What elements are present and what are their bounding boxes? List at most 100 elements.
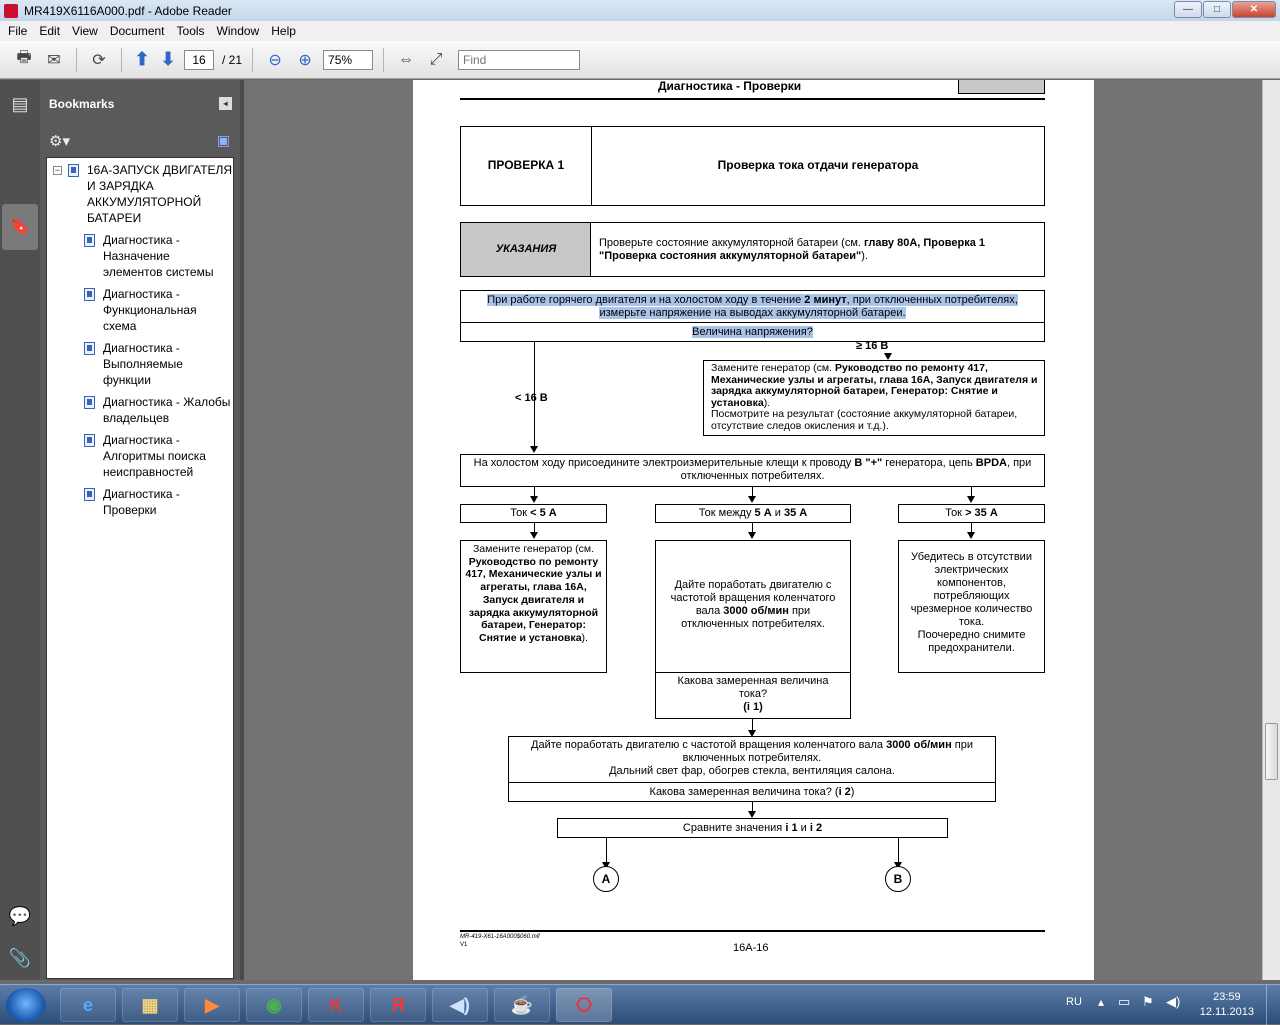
replace-generator-box: Замените генератор (см. Руководство по р… — [703, 360, 1045, 436]
branch-label-lt16: < 16 В — [515, 392, 548, 404]
outcome-a: A — [593, 866, 619, 892]
scrollbar-thumb[interactable] — [1265, 723, 1278, 780]
volume-icon[interactable]: ◀) — [1166, 994, 1181, 1009]
bookmarks-toolbar: ⚙▾ ▣ — [40, 126, 240, 158]
clock-date: 12.11.2013 — [1199, 1006, 1254, 1018]
menu-file[interactable]: File — [8, 24, 28, 38]
toolbar-divider — [383, 47, 385, 72]
pdf-page: Диагностика - Проверки ПРОВЕРКА 1 Провер… — [413, 80, 1094, 980]
volume-app-icon[interactable]: ◀) — [432, 988, 488, 1022]
title-bar: MR419X6116A000.pdf - Adobe Reader — □ ✕ — [0, 0, 1280, 21]
pdf-app-icon — [4, 3, 18, 18]
bookmark-icon — [84, 234, 95, 247]
network-icon[interactable]: ▭ — [1118, 994, 1131, 1009]
connector-line — [534, 342, 535, 447]
measure-i1-box: Какова замеренная величина тока?(i 1) — [655, 672, 851, 719]
language-indicator[interactable]: RU — [1066, 996, 1082, 1008]
collapse-toggle-icon[interactable]: − — [53, 165, 62, 175]
explorer-icon[interactable]: ▦ — [122, 988, 178, 1022]
scrolling-mode-icon[interactable]: ⇔ — [398, 50, 415, 68]
zoom-select[interactable] — [323, 49, 374, 70]
notes-label: УКАЗАНИЯ — [495, 243, 557, 255]
arrow-down-icon — [748, 811, 756, 818]
connector-line — [606, 838, 607, 864]
measure-i1-question: Какова замеренная величина тока?(i 1) — [677, 675, 829, 713]
outcome-b: B — [885, 866, 911, 892]
maximize-button[interactable]: □ — [1203, 1, 1231, 18]
menu-view[interactable]: View — [72, 24, 98, 38]
step3-text: Дайте поработать двигателю с частотой вр… — [531, 739, 973, 777]
ie-icon[interactable]: e — [60, 988, 116, 1022]
current-lt5-label: Ток < 5 А — [510, 507, 557, 519]
comments-icon[interactable]: 💬 — [8, 906, 32, 926]
run-engine-text: Дайте поработать двигателю с частотой вр… — [670, 579, 836, 630]
check-title-box: ПРОВЕРКА 1 Проверка тока отдачи генерато… — [460, 126, 1045, 206]
arrow-down-icon — [748, 730, 756, 737]
bookmark-label: Диагностика - Проверки — [103, 487, 180, 517]
question1-box: Величина напряжения? — [460, 322, 1045, 342]
bookmark-item[interactable]: Диагностика - Проверки — [47, 486, 233, 518]
bookmarks-panel: Bookmarks ◂ ⚙▾ ▣ − 16A-ЗАПУСК ДВИГАТЕЛЯ … — [40, 80, 240, 980]
zoom-out-icon[interactable]: ⊖ — [268, 51, 282, 69]
bookmark-icon — [68, 164, 79, 177]
bookmark-root[interactable]: − 16A-ЗАПУСК ДВИГАТЕЛЯ И ЗАРЯДКА АККУМУЛ… — [47, 162, 233, 228]
next-page-icon[interactable]: ⬇ — [160, 49, 176, 69]
gear-icon[interactable]: ⚙▾ — [49, 133, 70, 150]
show-desktop-button[interactable] — [1266, 985, 1280, 1025]
yandex-icon[interactable]: Я — [370, 988, 426, 1022]
page-number-input[interactable] — [184, 49, 214, 70]
bookmark-item[interactable]: Диагностика - Выполняемые функции — [47, 340, 233, 388]
pages-panel-icon[interactable]: ▤ — [11, 94, 29, 114]
connector-line — [752, 487, 753, 497]
bookmarks-tree: − 16A-ЗАПУСК ДВИГАТЕЛЯ И ЗАРЯДКА АККУМУЛ… — [46, 157, 234, 979]
print-icon[interactable]: 🖶 — [16, 49, 32, 66]
arrow-down-icon — [530, 496, 538, 503]
vertical-scrollbar[interactable] — [1262, 80, 1280, 980]
share-icon[interactable]: ✉ — [47, 51, 61, 69]
bookmarks-panel-icon[interactable]: 🔖 — [8, 216, 32, 236]
chrome-icon[interactable]: ◉ — [246, 988, 302, 1022]
collaborate-icon[interactable]: ⟳ — [92, 51, 106, 69]
clamp-step-box: На холостом ходу присоедините электроизм… — [460, 454, 1045, 487]
find-input[interactable] — [458, 49, 581, 70]
media-player-icon[interactable]: ▶ — [184, 988, 240, 1022]
close-button[interactable]: ✕ — [1232, 1, 1276, 18]
run-engine-box: Дайте поработать двигателю с частотой вр… — [655, 540, 851, 673]
bookmark-icon — [84, 434, 95, 447]
bookmark-icon — [84, 342, 95, 355]
panel-splitter[interactable] — [240, 80, 244, 980]
menu-bar: File Edit View Document Tools Window Hel… — [0, 21, 1280, 41]
bookmark-item[interactable]: Диагностика - Жалобы владельцев — [47, 394, 233, 426]
start-button[interactable] — [6, 988, 46, 1022]
check-label: ПРОВЕРКА 1 — [487, 158, 565, 172]
connector-line — [971, 487, 972, 497]
clock[interactable]: 23:59 12.11.2013 — [1200, 990, 1254, 1020]
fit-page-icon[interactable]: ⤢ — [429, 50, 443, 68]
tray-expand-icon[interactable]: ▴ — [1098, 995, 1105, 1009]
kaspersky-icon[interactable]: K — [308, 988, 364, 1022]
bookmark-item[interactable]: Диагностика - Назначение элементов систе… — [47, 232, 233, 280]
minimize-button[interactable]: — — [1174, 1, 1202, 18]
menu-help[interactable]: Help — [271, 24, 296, 38]
connector-line — [971, 523, 972, 533]
zoom-in-icon[interactable]: ⊕ — [298, 51, 312, 69]
adobe-reader-icon[interactable]: ⎔ — [556, 988, 612, 1022]
header-rule — [460, 98, 1045, 100]
previous-page-icon[interactable]: ⬆ — [134, 49, 150, 69]
arrow-down-icon — [967, 496, 975, 503]
menu-document[interactable]: Document — [109, 24, 165, 38]
flag-icon[interactable]: ⚑ — [1142, 994, 1154, 1009]
bookmark-item[interactable]: Диагностика - Алгоритмы поиска неисправн… — [47, 432, 233, 480]
notes-text: Проверьте состояние аккумуляторной батар… — [599, 237, 985, 262]
menu-window[interactable]: Window — [216, 24, 260, 38]
replace-generator-box-2: Замените генератор (см. Руководство по р… — [460, 540, 607, 673]
question1-text: Величина напряжения? — [692, 326, 813, 338]
menu-tools[interactable]: Tools — [176, 24, 205, 38]
java-icon[interactable]: ☕ — [494, 988, 550, 1022]
attachments-icon[interactable]: 📎 — [8, 948, 32, 968]
collapse-panel-icon[interactable]: ◂ — [219, 97, 232, 110]
expand-bookmark-icon[interactable]: ▣ — [216, 132, 230, 148]
menu-edit[interactable]: Edit — [39, 24, 61, 38]
bookmark-item[interactable]: Диагностика - Функциональная схема — [47, 286, 233, 334]
arrow-down-icon — [894, 862, 902, 869]
